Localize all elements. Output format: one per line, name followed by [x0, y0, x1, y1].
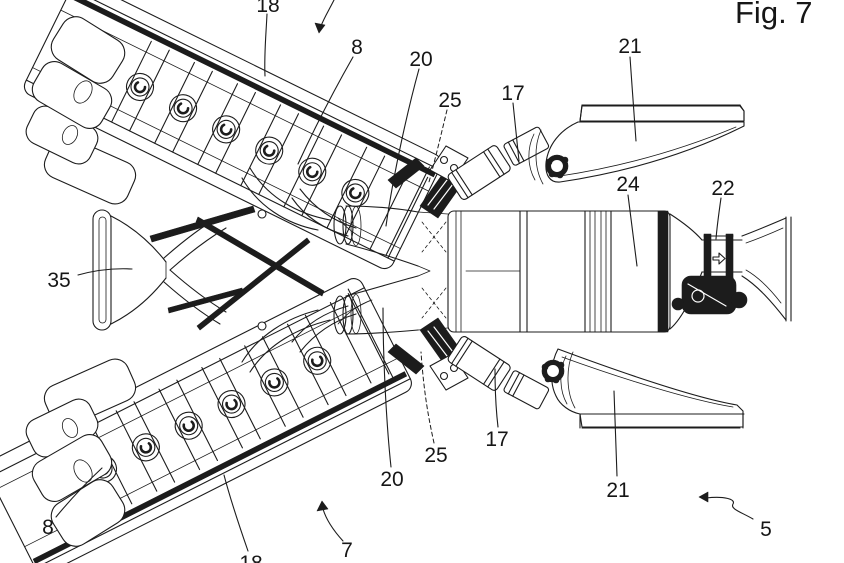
outlet-clamp — [704, 234, 733, 280]
ref-8-bottom: 8 — [42, 516, 54, 539]
ref-24: 24 — [616, 173, 640, 196]
leader-lines — [56, 0, 753, 551]
ref-25-top: 25 — [438, 89, 461, 112]
top-cylinder-bank — [21, 0, 445, 272]
ref-25-bottom: 25 — [424, 444, 447, 467]
upper-exhaust-branch — [420, 105, 744, 218]
ref-5: 5 — [760, 518, 772, 541]
ref-17-bottom: 17 — [485, 428, 508, 451]
outlet-valve-actuator — [672, 276, 747, 314]
ref-35: 35 — [47, 269, 70, 292]
catalyst-end-band — [658, 211, 668, 332]
ref-18-bottom: 18 — [239, 552, 262, 563]
upper-pipe-sleeve — [503, 126, 550, 166]
ref-7-arrow — [323, 509, 343, 541]
top-pointer-arrow — [321, 0, 334, 26]
ref-21-bottom: 21 — [606, 479, 629, 502]
ref-8-top: 8 — [351, 36, 363, 59]
ref-7: 7 — [341, 539, 353, 562]
figure-label: Fig. 7 — [735, 0, 813, 30]
ref-22: 22 — [711, 177, 734, 200]
flow-arrow-icon — [713, 253, 725, 264]
ref-20-top: 20 — [409, 48, 432, 71]
collector-cones — [334, 206, 448, 334]
ref-18-top: 18 — [256, 0, 279, 17]
outlet-horn — [742, 217, 791, 321]
ref-17-top: 17 — [501, 82, 524, 105]
lower-pipe-sleeve — [503, 370, 550, 410]
lower-silencer — [552, 349, 744, 428]
ref-20-bottom: 20 — [380, 468, 403, 491]
lower-exhaust-branch — [420, 318, 744, 428]
ref-21-top: 21 — [618, 35, 641, 58]
ref-5-arrow — [706, 497, 753, 519]
bottom-bank-end-covers — [22, 355, 140, 552]
